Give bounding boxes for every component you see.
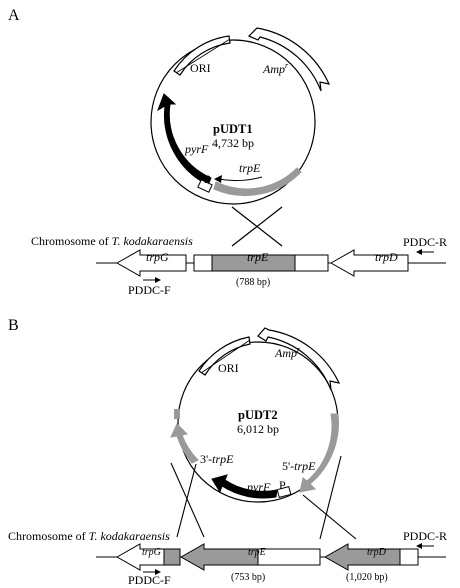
pudt1-ori-label: ORI bbox=[190, 61, 211, 75]
pudt1-trpe-arrow bbox=[218, 176, 263, 182]
chrom-a-trpg-gene bbox=[115, 249, 187, 277]
chrom-b-trpe-deleted bbox=[257, 548, 321, 566]
pudt2-3trpe-gene bbox=[170, 423, 199, 464]
chromosome-a-label: Chromosome of T. kodakaraensis bbox=[31, 234, 193, 248]
pudt2-pyrf-label: pyrF bbox=[246, 480, 271, 494]
recomb-line-3 bbox=[302, 494, 357, 540]
pudt2-amp-gene bbox=[257, 327, 341, 391]
pudt1-promoter-label: P bbox=[204, 172, 211, 186]
pudt2-3trpe-label: 3'-trpE bbox=[200, 452, 234, 466]
primer-b-forward-head bbox=[155, 569, 161, 575]
pudt2-3trpe-block bbox=[174, 409, 180, 419]
chrom-a-trpg-label: trpG bbox=[146, 250, 169, 264]
pudt2-ori-label: ORI bbox=[218, 361, 239, 375]
pudt1-amp-label: Ampr bbox=[262, 61, 289, 76]
chrom-b-trpg-label: trpG bbox=[142, 547, 161, 558]
primer-a-reverse-head bbox=[416, 249, 422, 255]
pudt2-5trpe-prefix: 5'- bbox=[282, 459, 294, 473]
pudt2-amp-text: Amp bbox=[274, 346, 297, 360]
pudt1-amp-text: Amp bbox=[262, 62, 285, 76]
recomb-line-2 bbox=[176, 463, 197, 538]
chrom-b-trpd-label: trpD bbox=[367, 547, 387, 558]
pudt2-ori-hatch bbox=[200, 339, 251, 374]
primer-a-forward-label: PDDC-F bbox=[128, 283, 171, 297]
pudt1-pyrf-label: pyrF bbox=[184, 142, 209, 156]
pudt2-promoter-box bbox=[276, 485, 292, 499]
pudt1-trpe-arrowhead bbox=[214, 175, 222, 183]
chrom-a-trpd-label: trpD bbox=[375, 250, 398, 264]
pudt1-trpe-homology bbox=[213, 167, 302, 196]
chrom-a-trpe-label: trpE bbox=[247, 250, 269, 264]
pudt1-size: 4,732 bp bbox=[212, 136, 254, 150]
chrom-b-trpe-size: (753 bp) bbox=[231, 572, 265, 583]
chromosome-a-species: T. kodakaraensis bbox=[112, 234, 193, 248]
chromosome-b-label: Chromosome of T. kodakaraensis bbox=[8, 529, 170, 543]
pudt2-3trpe-text: trpE bbox=[212, 452, 234, 466]
pudt1-ori-element bbox=[173, 35, 231, 76]
pudt2-3trpe-prefix: 3'- bbox=[200, 452, 212, 466]
pudt2-amp-label: Ampr bbox=[274, 345, 301, 360]
pudt1-amp-gene bbox=[247, 27, 331, 92]
chromosome-b-species: T. kodakaraensis bbox=[89, 529, 170, 543]
pudt1-amp-sup: r bbox=[285, 61, 289, 70]
chrom-b-trpg-homology bbox=[163, 548, 181, 566]
chromosome-a-prefix: Chromosome of bbox=[31, 234, 112, 248]
pudt2-5trpe-gene bbox=[299, 413, 339, 493]
pudt2-pyrf-gene bbox=[211, 474, 278, 499]
recomb-line-4 bbox=[319, 455, 342, 540]
pudt1-backbone bbox=[150, 39, 316, 205]
chromosome-b-prefix: Chromosome of bbox=[8, 529, 89, 543]
crossover-line-2 bbox=[231, 206, 283, 247]
chrom-b-trpd-tail bbox=[399, 548, 419, 566]
chrom-a-trpe-size: (788 bp) bbox=[236, 277, 270, 288]
panel-a: A ORI Ampr pUDT1 4,732 bp pyrF P trpE Ch… bbox=[8, 7, 447, 297]
pudt1-name: pUDT1 bbox=[213, 122, 253, 136]
pudt1-promoter-box bbox=[197, 179, 213, 193]
primer-b-forward-label: PDDC-F bbox=[128, 573, 171, 587]
pudt1-pyrf-gene bbox=[157, 93, 212, 186]
primer-a-forward-head bbox=[155, 277, 161, 283]
panel-b-letter: B bbox=[8, 317, 19, 334]
pudt1-trpe-label: trpE bbox=[239, 161, 261, 175]
chrom-a-trpd-gene bbox=[329, 249, 409, 277]
panel-a-letter: A bbox=[8, 7, 20, 24]
chrom-a-trpe-homology bbox=[211, 254, 296, 272]
chrom-b-trpd-size: (1,020 bp) bbox=[346, 572, 388, 583]
pudt2-5trpe-label: 5'-trpE bbox=[282, 459, 316, 473]
pudt2-name: pUDT2 bbox=[238, 408, 278, 422]
pudt2-promoter-label: P bbox=[279, 478, 286, 492]
pudt1-ori-hatch bbox=[175, 38, 231, 74]
recomb-line-1 bbox=[170, 462, 205, 538]
pudt2-size: 6,012 bp bbox=[237, 422, 279, 436]
chrom-b-trpe-label: trpE bbox=[248, 547, 266, 558]
primer-b-reverse-head bbox=[416, 543, 422, 549]
primer-a-reverse-label: PDDC-R bbox=[403, 235, 447, 249]
primer-b-reverse-label: PDDC-R bbox=[403, 529, 447, 543]
pudt2-5trpe-text: trpE bbox=[294, 459, 316, 473]
pudt2-amp-sup: r bbox=[297, 345, 301, 354]
panel-b: B ORI Ampr pUDT2 6,012 bp 3'-trpE 5'-trp… bbox=[8, 317, 447, 587]
